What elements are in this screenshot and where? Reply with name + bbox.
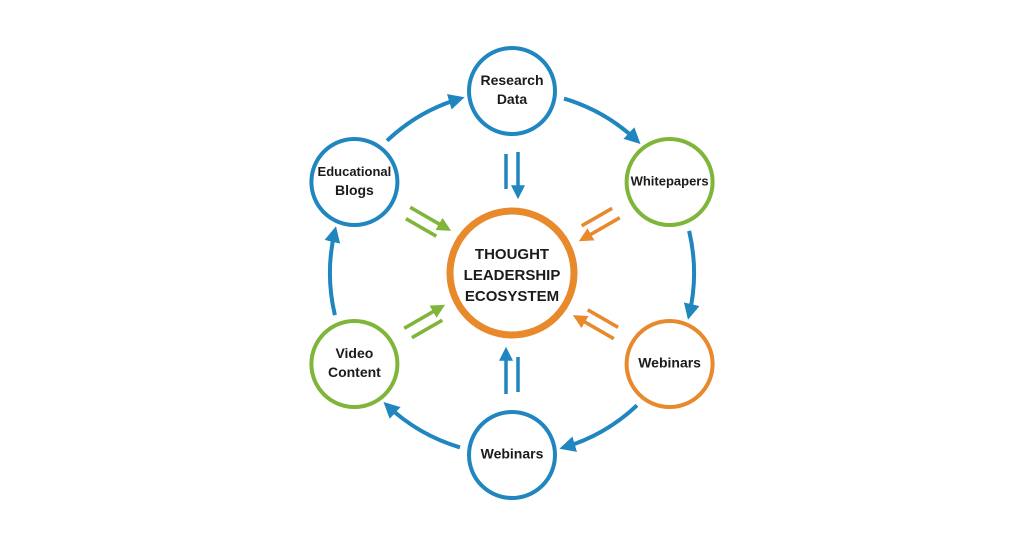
spoke-line [580, 206, 613, 228]
node-label-line: Content [328, 364, 381, 380]
cycle-arrow [559, 403, 639, 452]
node-label-line: Blogs [335, 182, 374, 198]
node-label-line: Webinars [481, 446, 544, 462]
center-label-line-1: THOUGHT [475, 246, 549, 263]
node-webinars-right: Webinars [624, 319, 715, 409]
node-circle [467, 46, 557, 136]
spoke-arrow [403, 304, 446, 330]
node-label-line: Research [480, 72, 543, 88]
node-whitepapers: Whitepapers [624, 137, 715, 227]
node-circle [624, 137, 715, 227]
node-circle [309, 137, 400, 227]
cycle-arrow [563, 96, 641, 144]
node-circle [467, 410, 557, 500]
outer-cycle-arrows [324, 94, 700, 452]
outer-nodes: ResearchDataWhitepapersWebinarsWebinarsV… [309, 46, 715, 500]
spoke-line [405, 217, 438, 238]
cycle-arrow [385, 94, 465, 143]
center-label-line-3: ECOSYSTEM [465, 288, 559, 305]
center-label-line-2: LEADERSHIP [464, 267, 561, 284]
center-circle [446, 207, 578, 339]
spoke-arrow [409, 205, 452, 231]
spoke-line [586, 308, 619, 329]
node-circle [309, 319, 400, 409]
node-label-line: Data [497, 91, 528, 107]
spoke-arrow [578, 216, 621, 242]
center-spoke-arrows [403, 152, 621, 394]
cycle-arrow [683, 230, 700, 320]
node-label-line: Webinars [638, 355, 701, 371]
spoke-line [411, 318, 444, 340]
spoke-arrow [572, 315, 615, 341]
node-label-line: Whitepapers [631, 173, 709, 188]
node-label-line: Video [335, 345, 373, 361]
cycle-arrow [324, 226, 341, 316]
center-node: THOUGHT LEADERSHIP ECOSYSTEM [446, 207, 578, 339]
node-webinars-bottom: Webinars [467, 410, 557, 500]
cycle-arrow [383, 402, 461, 450]
node-circle [624, 319, 715, 409]
node-label-line: Educational [318, 164, 392, 179]
